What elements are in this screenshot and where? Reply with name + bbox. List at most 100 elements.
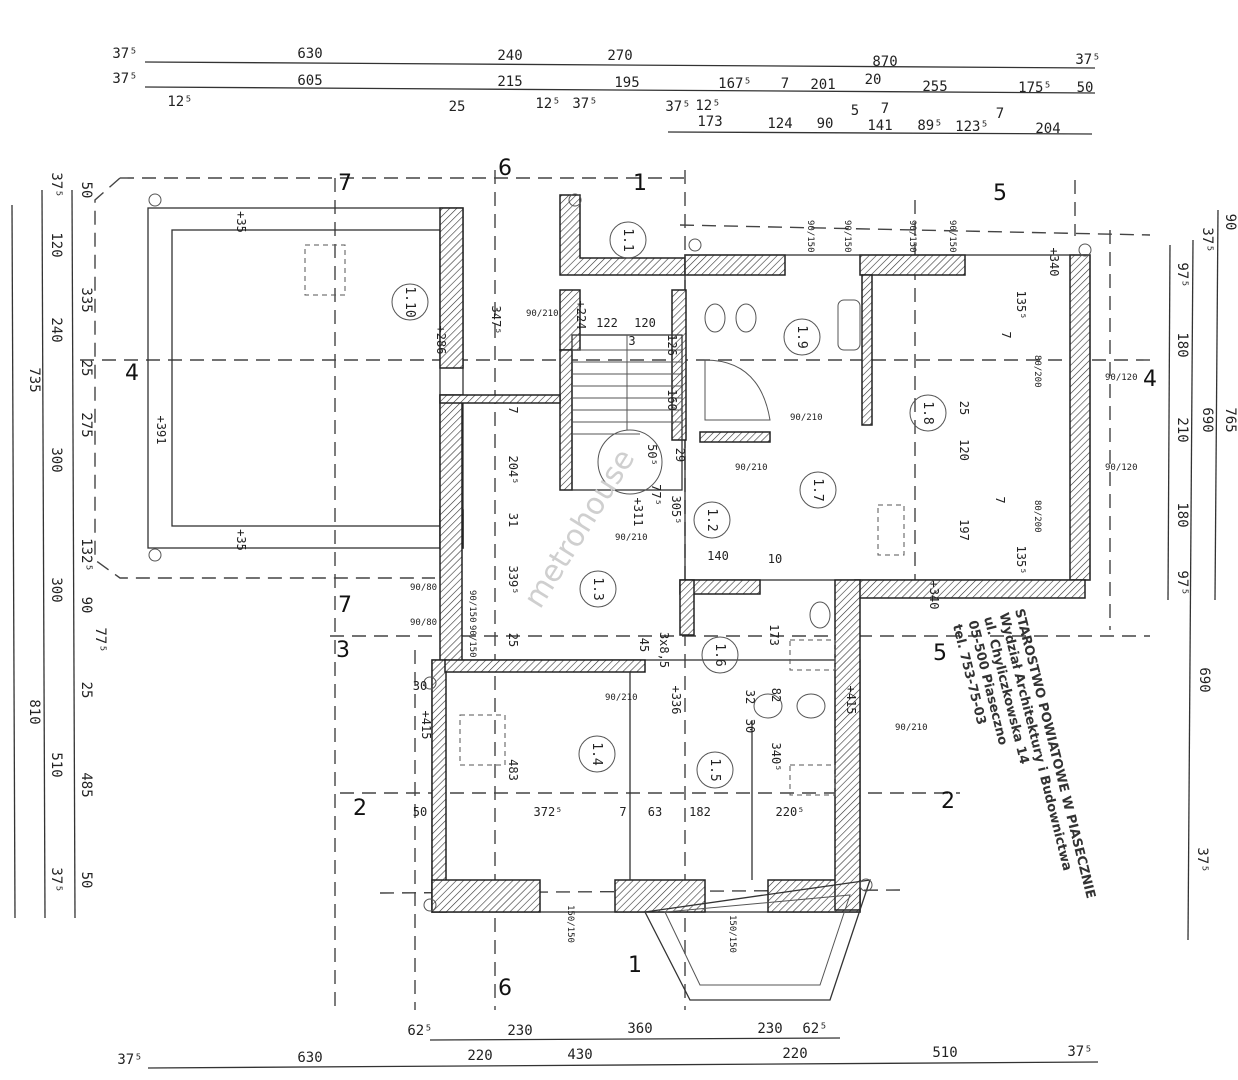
official-stamp: STAROSTWO POWIATOWE W PIASECZNIEWydział …	[949, 607, 1098, 900]
walls	[147, 193, 1092, 1001]
opening-tag: 90/150	[842, 220, 852, 253]
dimension-lines	[11, 61, 1219, 1069]
dimension-label: 25	[78, 682, 94, 699]
dimension-label: 204	[1035, 121, 1060, 137]
dimension-label: 25	[506, 633, 520, 647]
dimension-label: 5	[851, 103, 859, 119]
opening-tag: 90/120	[1105, 463, 1138, 473]
dimension-label: 50	[1077, 80, 1094, 96]
dimension-label: 7	[996, 106, 1004, 122]
opening-tag: 90/150	[907, 220, 917, 253]
dimension-label: 182	[689, 805, 711, 819]
opening-size: 90/80	[410, 618, 437, 628]
opening-tag: 90/210	[526, 309, 559, 319]
dimension-label: 7	[619, 805, 626, 819]
dimension-label: +391	[154, 416, 168, 445]
opening-tag: 150/150	[727, 915, 737, 953]
dimension-label: 690	[1196, 667, 1212, 692]
dimension-label: 220	[782, 1046, 807, 1062]
dimension-label: 430	[567, 1047, 592, 1063]
dimension-label: 7	[506, 406, 520, 413]
dimension-label: 510	[932, 1045, 957, 1061]
opening-tag: 90/150	[467, 625, 477, 658]
dimension-label: 210	[1174, 417, 1190, 442]
opening-tag: 90/150	[467, 590, 477, 623]
dimension-label: 50	[413, 805, 427, 819]
dimension-label: 215	[497, 74, 522, 90]
room-number: 1.5	[707, 758, 722, 781]
dimension-label: 30	[413, 679, 427, 693]
dimension-label: 45	[637, 638, 651, 652]
dimension-label: 37⁵	[48, 867, 64, 892]
dimension-label: 360	[627, 1021, 652, 1037]
section-marker: 5	[933, 641, 947, 666]
dimension-label: 63	[648, 805, 662, 819]
dimension-label: 335	[78, 287, 94, 312]
dimension-label: 167⁵	[718, 76, 752, 92]
dimension-label: 37⁵	[117, 1052, 142, 1068]
dimension-label: 77⁵	[92, 627, 108, 652]
opening-size: 90/150	[805, 220, 815, 253]
dimension-label: 7	[999, 331, 1013, 338]
dimension-label: 870	[872, 54, 897, 70]
dimension-label: 37⁵	[1067, 1044, 1092, 1060]
dimension-label: 120	[48, 232, 64, 257]
section-marker: 7	[338, 171, 352, 196]
room-circle	[783, 318, 821, 356]
section-marker: 2	[353, 796, 367, 821]
room-circle	[701, 636, 739, 674]
opening-tag: 90/210	[895, 723, 928, 733]
opening-size: 90/210	[790, 413, 823, 423]
dimension-label: 37⁵	[572, 96, 597, 112]
dimension-label: 37⁵	[1199, 227, 1215, 252]
dimension-label: 240	[48, 317, 64, 342]
room-label: 1.9	[783, 318, 821, 356]
dimension-label: 82	[769, 688, 783, 702]
room-label: 1.6	[701, 636, 739, 674]
section-marker: 1	[633, 171, 647, 196]
dimension-label: 300	[48, 447, 64, 472]
dimension-label: 135⁵	[1014, 291, 1028, 320]
dimension-label: 62⁵	[407, 1023, 432, 1039]
dimension-label: +35	[234, 529, 248, 551]
dimension-label: 31	[506, 513, 520, 527]
dimension-label: +336	[669, 686, 683, 715]
opening-size: 90/210	[526, 309, 559, 319]
dimension-label: 7	[993, 496, 1007, 503]
dimension-label: 97⁵	[1174, 262, 1190, 287]
dimension-label: +35	[234, 211, 248, 233]
opening-size: 90/120	[1105, 463, 1138, 473]
opening-tag: 90/210	[735, 463, 768, 473]
dimension-label: +340	[927, 581, 941, 610]
dimension-label: 204⁵	[506, 456, 520, 485]
dimension-label: +311	[631, 498, 645, 527]
room-label: 1.8	[909, 394, 947, 432]
dimension-label: 90	[1222, 214, 1238, 231]
room-circle	[609, 221, 647, 259]
opening-tag: 90/210	[605, 693, 638, 703]
opening-tag: 90/80	[410, 583, 437, 593]
dimension-label: 25	[78, 360, 94, 377]
dimension-label: 180	[1174, 332, 1190, 357]
opening-size: 90/150	[842, 220, 852, 253]
dimension-label: 305⁵	[669, 496, 683, 525]
dimension-label: +415	[844, 686, 858, 715]
dimension-label: 630	[297, 1050, 322, 1066]
dimension-label: 3	[628, 334, 635, 348]
dimension-label: 90	[817, 116, 834, 132]
dimension-label: 37⁵	[48, 172, 64, 197]
room-circle	[391, 283, 429, 321]
dimension-label: 140	[707, 549, 729, 563]
dimension-label: 173	[767, 624, 781, 646]
room-number: 1.4	[589, 742, 604, 766]
section-marker: 1	[628, 953, 642, 978]
room-number: 1.6	[712, 643, 727, 666]
section-marker: 5	[993, 181, 1007, 206]
dimension-label: 10	[768, 552, 782, 566]
opening-tag: 90/210	[790, 413, 823, 423]
room-label: 1.2	[693, 501, 731, 539]
dimension-label: 123⁵	[955, 119, 989, 135]
dimension-label: +286	[434, 326, 448, 355]
room-circle	[909, 394, 947, 432]
